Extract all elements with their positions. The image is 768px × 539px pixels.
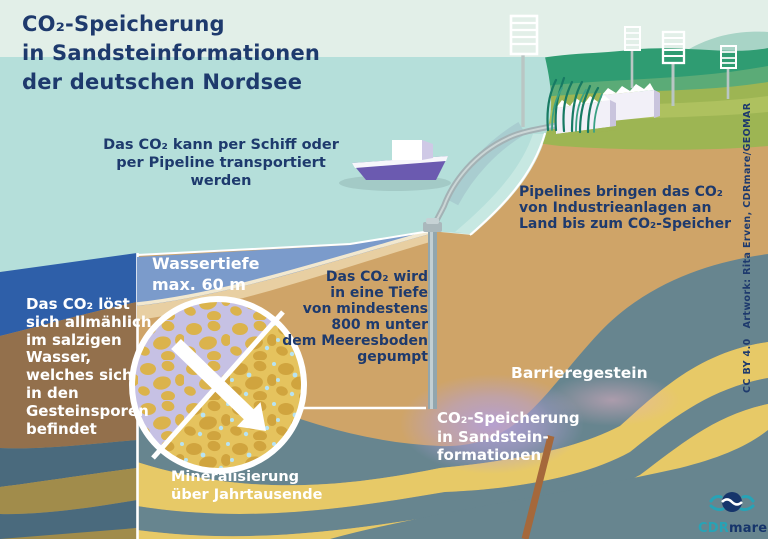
logo-wordmark: CDRmare bbox=[698, 521, 768, 536]
side-sediment bbox=[0, 302, 137, 449]
tower-1 bbox=[509, 14, 539, 127]
sandstone-band-1 bbox=[137, 342, 768, 514]
ship-cabin bbox=[392, 140, 422, 160]
ship bbox=[339, 140, 451, 191]
license-text: CC BY 4.0 bbox=[742, 338, 753, 393]
tower-4 bbox=[720, 45, 737, 99]
artwork-credit-text: Artwork: Rita Erven, CDRmare/GEOMAR bbox=[742, 102, 753, 329]
cdrmare-logo: CDRmare bbox=[698, 488, 768, 536]
injection-well bbox=[423, 218, 442, 409]
tower-3 bbox=[661, 30, 686, 106]
shore-shallows bbox=[455, 134, 546, 234]
wind-towers bbox=[509, 14, 737, 127]
logo-cdr-text: CDR bbox=[698, 521, 729, 536]
side-slate-2 bbox=[0, 500, 137, 539]
credit-line: CC BY 4.0 Artwork: Rita Erven, CDRmare/GE… bbox=[742, 103, 753, 393]
borehole-pipe bbox=[521, 435, 555, 539]
transformation-arrow-icon bbox=[171, 339, 266, 431]
side-olive-2 bbox=[0, 528, 137, 539]
shoreline bbox=[469, 132, 546, 236]
tower-2 bbox=[624, 26, 641, 88]
storage-label: CO₂-Speicherung in Sandstein- formatione… bbox=[437, 409, 580, 464]
magnifier-circle bbox=[129, 296, 307, 474]
page-title: CO₂-Speicherung in Sandsteinformationen … bbox=[22, 12, 321, 94]
logo-waves-icon bbox=[709, 492, 755, 512]
pipeline-note: Pipelines bringen das CO₂ von Industriea… bbox=[519, 184, 732, 232]
injection-note: Das CO₂ wird in eine Tiefe von mindesten… bbox=[282, 269, 428, 365]
side-olive-1 bbox=[0, 468, 137, 515]
sea-surface bbox=[0, 57, 552, 272]
cross-section-side-face bbox=[0, 253, 137, 539]
co2-plume bbox=[400, 374, 680, 474]
transport-note: Das CO₂ kann per Schiff oder per Pipelin… bbox=[103, 137, 339, 189]
surface-edge-line bbox=[136, 230, 431, 256]
slate-band-2 bbox=[137, 378, 768, 537]
reeds bbox=[546, 76, 603, 134]
slate-band-3 bbox=[330, 430, 768, 539]
side-water bbox=[0, 253, 137, 336]
magnifier-ring bbox=[129, 296, 307, 474]
mineralization-label: Mineralisierung über Jahrtausende bbox=[171, 469, 323, 503]
seafloor-line bbox=[136, 230, 431, 306]
wellhead bbox=[423, 222, 442, 232]
barrier-rock-label: Barrieregestein bbox=[511, 364, 648, 382]
water-depth-label: Wassertiefe max. 60 m bbox=[152, 254, 260, 294]
dissolution-note: Das CO₂ löst sich allmählich im salzigen… bbox=[26, 295, 152, 438]
logo-mare-text: mare bbox=[728, 521, 768, 536]
side-slate-1 bbox=[0, 440, 137, 487]
